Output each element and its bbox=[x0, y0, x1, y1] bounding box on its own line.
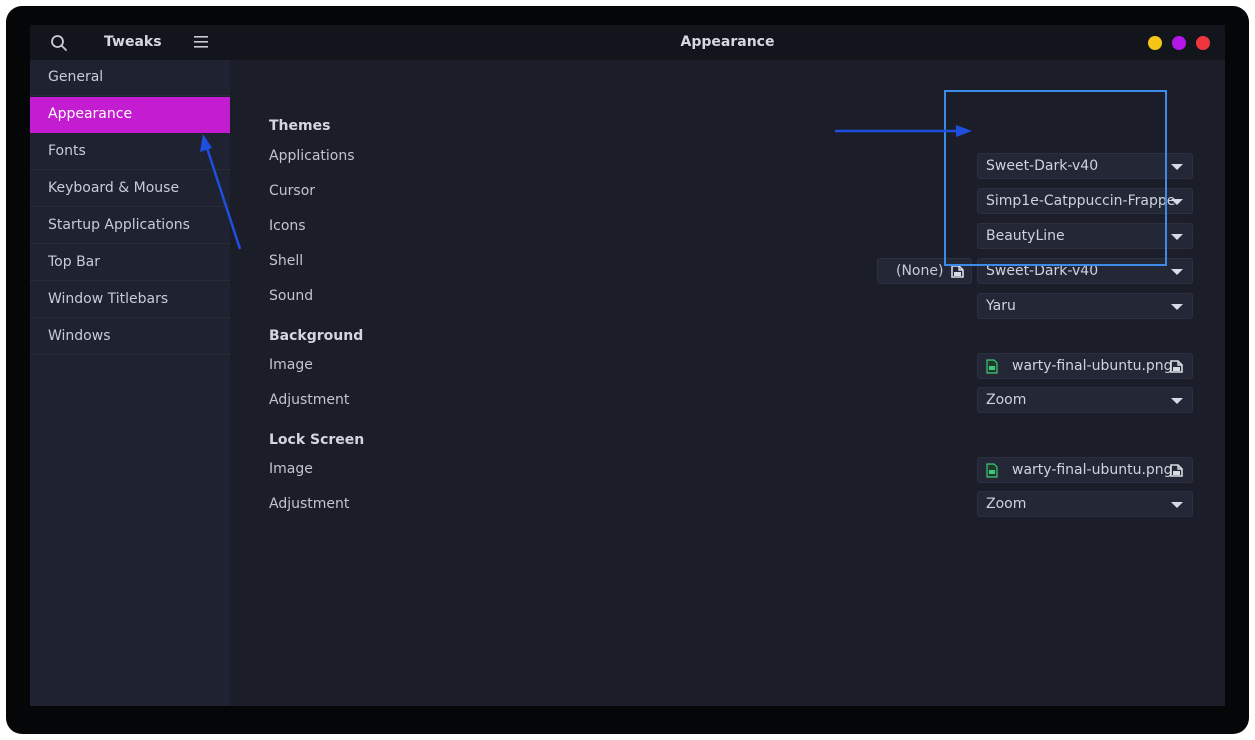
dropdown-value: BeautyLine bbox=[986, 228, 1065, 244]
appearance-panel: Themes Applications Sweet-Dark-v40 Curso… bbox=[230, 60, 1225, 706]
cursor-label: Cursor bbox=[269, 183, 316, 199]
dropdown-value: Zoom bbox=[986, 392, 1027, 408]
page-title: Appearance bbox=[680, 34, 775, 50]
dropdown-value: Sweet-Dark-v40 bbox=[986, 263, 1099, 279]
file-name: warty-final-ubuntu.png bbox=[1012, 358, 1173, 374]
sidebar-item-keyboard-mouse[interactable]: Keyboard & Mouse bbox=[30, 171, 230, 207]
sidebar-item-fonts[interactable]: Fonts bbox=[30, 134, 230, 170]
tweaks-window: Tweaks Appearance General Appearance Fon… bbox=[30, 25, 1225, 706]
file-name: warty-final-ubuntu.png bbox=[1012, 462, 1173, 478]
themes-heading: Themes bbox=[269, 118, 331, 134]
close-button[interactable] bbox=[1196, 36, 1210, 50]
sidebar-item-label: Appearance bbox=[48, 106, 133, 122]
lock-screen-heading: Lock Screen bbox=[269, 432, 365, 448]
dropdown-arrow-icon bbox=[1171, 199, 1183, 205]
background-image-label: Image bbox=[269, 357, 313, 373]
dropdown-value: Sweet-Dark-v40 bbox=[986, 158, 1099, 174]
sidebar-item-appearance[interactable]: Appearance bbox=[30, 97, 230, 133]
background-image-file-button[interactable]: warty-final-ubuntu.png bbox=[977, 353, 1193, 379]
dropdown-arrow-icon bbox=[1171, 164, 1183, 170]
image-file-icon bbox=[986, 463, 998, 478]
image-file-icon bbox=[986, 359, 998, 374]
lock-screen-image-file-button[interactable]: warty-final-ubuntu.png bbox=[977, 457, 1193, 483]
icons-label: Icons bbox=[269, 218, 306, 234]
applications-label: Applications bbox=[269, 148, 355, 164]
sidebar-item-label: Fonts bbox=[48, 143, 86, 159]
sidebar-item-top-bar[interactable]: Top Bar bbox=[30, 245, 230, 281]
minimize-button[interactable] bbox=[1148, 36, 1162, 50]
background-heading: Background bbox=[269, 328, 364, 344]
sidebar-item-windows[interactable]: Windows bbox=[30, 319, 230, 355]
sidebar-item-label: Windows bbox=[48, 328, 111, 344]
search-icon[interactable] bbox=[50, 34, 68, 52]
applications-theme-dropdown[interactable]: Sweet-Dark-v40 bbox=[977, 153, 1193, 179]
sidebar: General Appearance Fonts Keyboard & Mous… bbox=[30, 60, 230, 706]
open-file-icon bbox=[1170, 360, 1183, 373]
shell-label: Shell bbox=[269, 253, 304, 269]
dropdown-value: Simp1e-Catppuccin-Frappe bbox=[986, 193, 1176, 209]
dropdown-arrow-icon bbox=[1171, 234, 1183, 240]
cursor-theme-dropdown[interactable]: Simp1e-Catppuccin-Frappe bbox=[977, 188, 1193, 214]
open-file-icon bbox=[951, 265, 964, 278]
lock-screen-image-label: Image bbox=[269, 461, 313, 477]
maximize-button[interactable] bbox=[1172, 36, 1186, 50]
dropdown-arrow-icon bbox=[1171, 269, 1183, 275]
sidebar-item-startup-applications[interactable]: Startup Applications bbox=[30, 208, 230, 244]
lock-screen-adjustment-label: Adjustment bbox=[269, 496, 350, 512]
hamburger-menu-icon[interactable] bbox=[193, 35, 209, 49]
app-title: Tweaks bbox=[104, 34, 162, 50]
sidebar-item-window-titlebars[interactable]: Window Titlebars bbox=[30, 282, 230, 318]
header-bar: Tweaks Appearance bbox=[30, 25, 1225, 60]
dropdown-arrow-icon bbox=[1171, 502, 1183, 508]
lock-screen-adjustment-dropdown[interactable]: Zoom bbox=[977, 491, 1193, 517]
sidebar-item-label: Keyboard & Mouse bbox=[48, 180, 180, 196]
shell-theme-dropdown[interactable]: Sweet-Dark-v40 bbox=[977, 258, 1193, 284]
sound-label: Sound bbox=[269, 288, 314, 304]
sidebar-item-label: Startup Applications bbox=[48, 217, 190, 233]
dropdown-arrow-icon bbox=[1171, 398, 1183, 404]
sidebar-item-label: General bbox=[48, 69, 104, 85]
dropdown-value: Yaru bbox=[986, 298, 1016, 314]
sidebar-item-label: Window Titlebars bbox=[48, 291, 169, 307]
open-file-icon bbox=[1170, 464, 1183, 477]
dropdown-arrow-icon bbox=[1171, 304, 1183, 310]
icons-theme-dropdown[interactable]: BeautyLine bbox=[977, 223, 1193, 249]
sound-theme-dropdown[interactable]: Yaru bbox=[977, 293, 1193, 319]
sidebar-item-label: Top Bar bbox=[48, 254, 101, 270]
dropdown-value: Zoom bbox=[986, 496, 1027, 512]
sidebar-item-general[interactable]: General bbox=[30, 60, 230, 96]
header-left: Tweaks bbox=[30, 25, 230, 60]
background-adjustment-label: Adjustment bbox=[269, 392, 350, 408]
shell-extension-file-button[interactable]: (None) bbox=[877, 258, 972, 284]
shell-extension-value: (None) bbox=[896, 263, 944, 279]
background-adjustment-dropdown[interactable]: Zoom bbox=[977, 387, 1193, 413]
